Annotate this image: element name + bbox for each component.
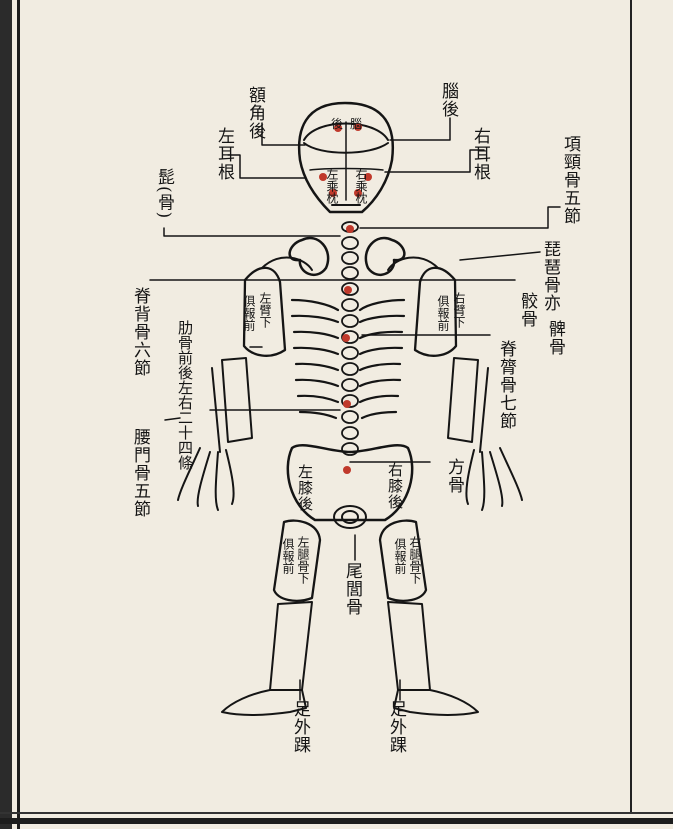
- inner-you-bei-xia: 右臂下: [452, 292, 465, 328]
- label-wei-lu-gu: 尾閭骨: [342, 562, 361, 616]
- label-fang-gu: 方骨: [444, 458, 463, 494]
- label-zuo-er-gen: 左耳根: [214, 127, 233, 181]
- label-ji-bei-gu-right: 脊膂骨七節: [496, 340, 515, 430]
- skull: [299, 103, 393, 212]
- inner-you-xi-hou: 右膝後: [386, 462, 403, 510]
- label-ji-bei-gu-left: 脊背骨六節: [130, 287, 149, 377]
- label-you-er-gen: 右耳根: [470, 127, 489, 181]
- inner-zuo-tui-sub: 俱報前: [281, 538, 294, 574]
- inner-you-shan-zhen: 右乘枕: [354, 168, 367, 204]
- label-pi-pa-gu: 琵琶骨亦: [540, 240, 559, 312]
- label-gu-ji-gu: 髭(骨): [154, 168, 173, 219]
- inner-hou: 後: [331, 118, 343, 131]
- inner-nao: 腦: [350, 118, 362, 131]
- inner-zuo-xi-hou: 左膝後: [296, 464, 313, 512]
- inner-zuo-bei-xia: 左臂下: [258, 292, 271, 328]
- label-pian-gu: 骹骨: [517, 292, 536, 328]
- label-zu-wai-huai-left: 足外踝: [290, 700, 309, 754]
- label-xiang-jing: 項頸骨五節: [560, 135, 579, 225]
- inner-you-bei-sub: 俱報前: [436, 295, 449, 331]
- label-zu-wai-huai-right: 足外踝: [386, 700, 405, 754]
- label-lei-gu: 肋骨前後左右二十四條: [176, 320, 193, 420]
- inner-zuo-shan-zhen: 左乘枕: [325, 168, 338, 204]
- inner-zuo-bei-sub: 俱報前: [242, 295, 255, 331]
- inner-you-tui-sub: 俱報前: [393, 538, 406, 574]
- shoulders: [262, 238, 438, 275]
- inner-zuo-tui-xia: 左腿骨下: [296, 536, 309, 584]
- label-nao-hou: 腦後: [438, 82, 457, 118]
- label-yao-men-gu: 腰門骨五節: [130, 428, 149, 518]
- label-bian-gu: 髀骨: [545, 320, 564, 356]
- label-e-jiao-hou: 額角後: [245, 86, 264, 140]
- inner-you-tui-xia: 右腿骨下: [408, 536, 421, 584]
